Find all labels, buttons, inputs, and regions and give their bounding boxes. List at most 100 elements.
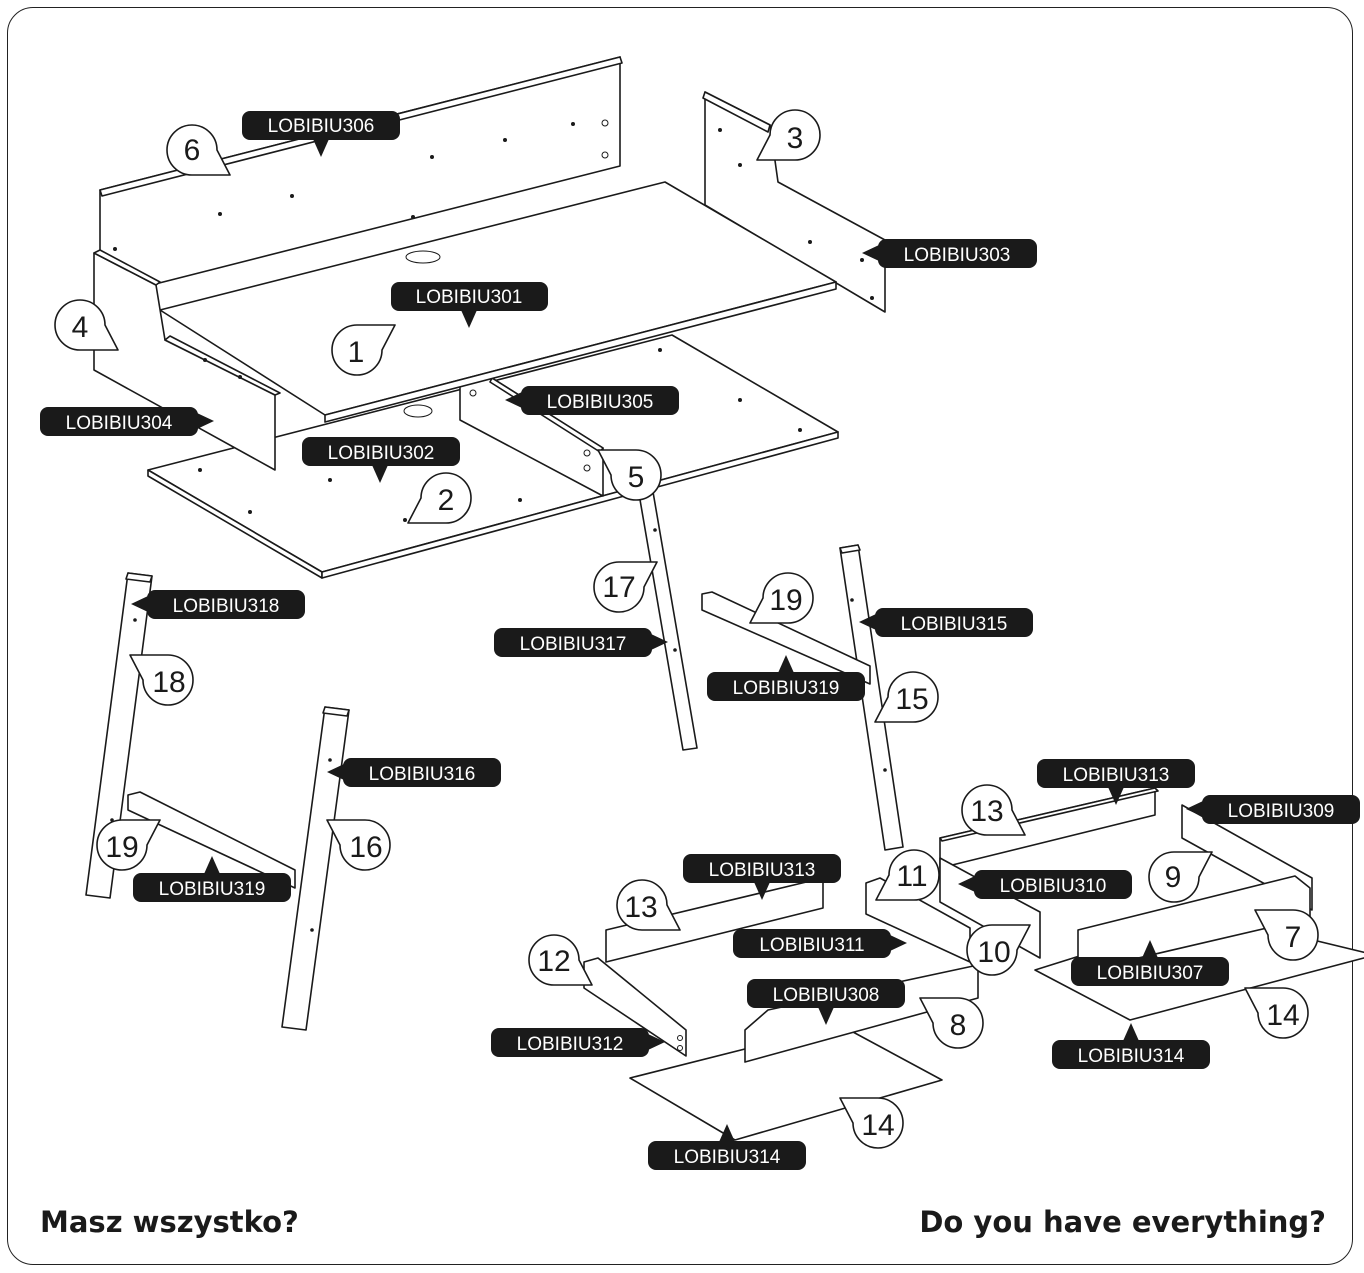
svg-text:LOBIBIU313: LOBIBIU313 <box>1063 765 1170 786</box>
svg-text:16: 16 <box>349 831 382 864</box>
svg-text:LOBIBIU306: LOBIBIU306 <box>268 116 375 137</box>
label-319a: LOBIBIU319 <box>707 655 865 701</box>
svg-text:10: 10 <box>977 936 1010 969</box>
stretcher-19a-part <box>701 591 871 685</box>
svg-text:LOBIBIU304: LOBIBIU304 <box>66 413 173 434</box>
svg-text:LOBIBIU307: LOBIBIU307 <box>1097 963 1204 984</box>
callout-2: 2 <box>407 472 472 524</box>
svg-text:LOBIBIU308: LOBIBIU308 <box>773 985 880 1006</box>
footer-question-polish: Masz wszystko? <box>40 1205 299 1239</box>
label-318: LOBIBIU318 <box>131 590 305 619</box>
callout-17: 17 <box>593 561 658 613</box>
svg-text:7: 7 <box>1285 921 1302 954</box>
stretcher-19b-part <box>127 791 296 889</box>
callout-19a: 19 <box>749 572 814 624</box>
callout-10: 10 <box>966 924 1031 976</box>
page-frame <box>7 7 1353 1265</box>
callout-9: 9 <box>1148 851 1213 903</box>
callout-4: 4 <box>54 299 119 351</box>
part-labels: LOBIBIU306 LOBIBIU303 LOBIBIU301 LOBIBIU… <box>40 111 1360 1170</box>
svg-text:13: 13 <box>624 891 657 924</box>
svg-text:LOBIBIU319: LOBIBIU319 <box>159 879 266 900</box>
footer-question-english: Do you have everything? <box>919 1205 1326 1239</box>
label-316: LOBIBIU316 <box>327 758 501 787</box>
callout-7: 7 <box>1254 909 1319 961</box>
svg-text:LOBIBIU319: LOBIBIU319 <box>733 678 840 699</box>
left-drawer-back-part <box>605 877 824 963</box>
callout-14a: 14 <box>1244 987 1309 1039</box>
svg-text:LOBIBIU317: LOBIBIU317 <box>520 634 627 655</box>
label-313b: LOBIBIU313 <box>683 854 841 900</box>
label-308: LOBIBIU308 <box>747 979 905 1025</box>
callout-12: 12 <box>528 934 593 986</box>
svg-text:4: 4 <box>72 311 89 344</box>
svg-text:12: 12 <box>537 945 570 978</box>
label-319b: LOBIBIU319 <box>133 856 291 902</box>
label-303: LOBIBIU303 <box>862 239 1037 268</box>
svg-text:17: 17 <box>602 571 635 604</box>
left-side-part <box>93 249 281 471</box>
label-307: LOBIBIU307 <box>1071 940 1229 986</box>
svg-text:LOBIBIU309: LOBIBIU309 <box>1228 801 1335 822</box>
svg-text:LOBIBIU301: LOBIBIU301 <box>416 287 523 308</box>
callout-13b: 13 <box>616 879 681 931</box>
svg-text:2: 2 <box>438 484 455 517</box>
svg-text:3: 3 <box>787 122 804 155</box>
svg-text:LOBIBIU310: LOBIBIU310 <box>1000 876 1107 897</box>
callout-16: 16 <box>326 819 391 871</box>
svg-text:LOBIBIU305: LOBIBIU305 <box>547 392 654 413</box>
left-drawer-front-part <box>744 964 979 1063</box>
label-312: LOBIBIU312 <box>491 1028 665 1057</box>
svg-text:14: 14 <box>1266 999 1299 1032</box>
label-317: LOBIBIU317 <box>494 628 668 657</box>
callout-19b: 19 <box>96 819 161 871</box>
svg-text:LOBIBIU302: LOBIBIU302 <box>328 443 435 464</box>
label-310: LOBIBIU310 <box>958 870 1132 899</box>
svg-text:14: 14 <box>861 1109 894 1142</box>
svg-text:11: 11 <box>896 860 927 893</box>
label-313a: LOBIBIU313 <box>1037 759 1195 805</box>
callout-1: 1 <box>331 324 396 376</box>
label-309: LOBIBIU309 <box>1186 795 1360 824</box>
svg-text:LOBIBIU318: LOBIBIU318 <box>173 596 280 617</box>
label-304: LOBIBIU304 <box>40 407 214 436</box>
leg-15-part <box>839 544 904 851</box>
svg-text:8: 8 <box>950 1009 967 1042</box>
svg-text:5: 5 <box>628 461 645 494</box>
number-callouts: 6 3 4 1 2 5 17 19 <box>54 109 1319 1149</box>
label-314b: LOBIBIU314 <box>648 1124 806 1170</box>
svg-text:LOBIBIU315: LOBIBIU315 <box>901 614 1008 635</box>
callout-11: 11 <box>875 849 940 901</box>
callout-3: 3 <box>756 109 821 161</box>
label-314a: LOBIBIU314 <box>1052 1023 1210 1069</box>
callout-5: 5 <box>597 449 662 501</box>
svg-text:LOBIBIU316: LOBIBIU316 <box>369 764 476 785</box>
callout-14b: 14 <box>839 1097 904 1149</box>
svg-text:19: 19 <box>769 584 802 617</box>
label-305: LOBIBIU305 <box>505 386 679 415</box>
svg-text:LOBIBIU311: LOBIBIU311 <box>759 935 864 956</box>
svg-text:9: 9 <box>1165 861 1182 894</box>
callout-6: 6 <box>166 124 231 176</box>
leg-16-part <box>281 706 350 1031</box>
svg-text:LOBIBIU312: LOBIBIU312 <box>517 1034 624 1055</box>
label-301: LOBIBIU301 <box>391 282 548 328</box>
svg-text:18: 18 <box>152 666 185 699</box>
svg-text:LOBIBIU314: LOBIBIU314 <box>674 1147 781 1168</box>
callout-15: 15 <box>874 671 939 723</box>
callout-13a: 13 <box>961 784 1026 836</box>
svg-text:1: 1 <box>348 336 365 369</box>
svg-text:15: 15 <box>895 683 928 716</box>
svg-text:LOBIBIU303: LOBIBIU303 <box>904 245 1011 266</box>
svg-text:13: 13 <box>970 795 1003 828</box>
svg-text:19: 19 <box>105 831 138 864</box>
svg-text:6: 6 <box>184 134 201 167</box>
svg-text:LOBIBIU314: LOBIBIU314 <box>1078 1046 1185 1067</box>
leg-17-part <box>637 485 698 751</box>
label-315: LOBIBIU315 <box>859 608 1033 637</box>
svg-text:LOBIBIU313: LOBIBIU313 <box>709 860 816 881</box>
label-311: LOBIBIU311 <box>733 929 907 958</box>
label-302: LOBIBIU302 <box>302 437 460 483</box>
callout-18: 18 <box>129 654 194 706</box>
